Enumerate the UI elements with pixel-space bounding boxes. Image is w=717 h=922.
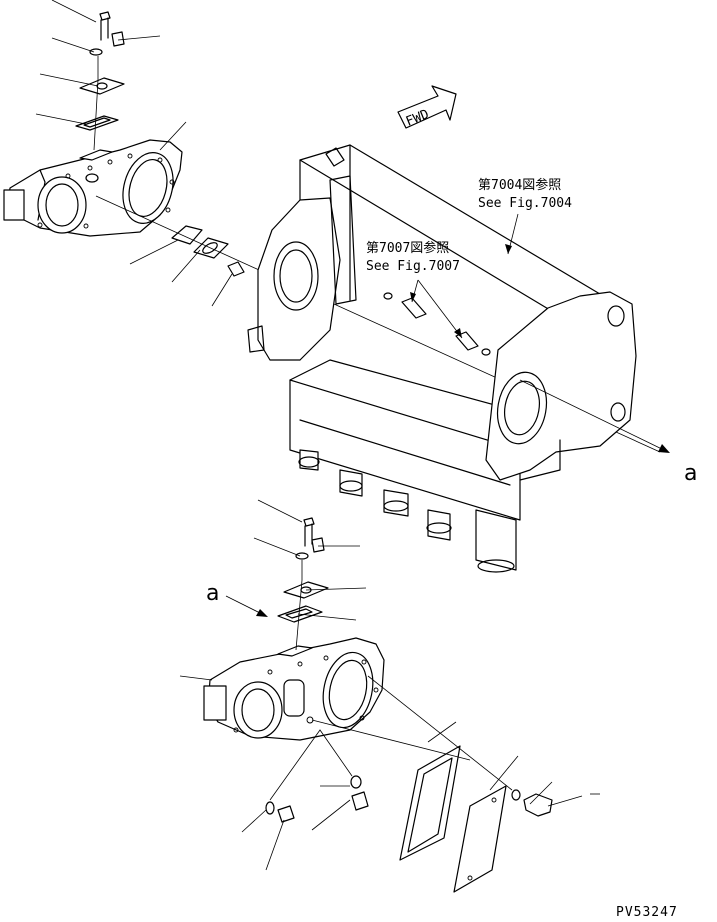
ref-upper-line2: See Fig.7004 (478, 196, 572, 211)
lower-washer (295, 552, 309, 560)
lower-case-assembly (179, 499, 600, 893)
drawing-code: PV53247 (616, 905, 678, 920)
ref-upper-line1: 第7004図参照 (478, 177, 561, 193)
main-frame (247, 144, 637, 573)
connector-a-left: a (206, 581, 219, 606)
ref-middle-line2: See Fig.7007 (366, 259, 460, 274)
lower-cover-bolt (523, 793, 553, 817)
upper-oval-cover-a (171, 225, 203, 245)
lower-plug-a (265, 801, 275, 815)
lower-drain-plug (351, 791, 369, 811)
lower-inspection-cover (453, 785, 507, 893)
lower-fitting (311, 537, 325, 553)
upper-case-assembly (3, 0, 661, 453)
lower-inspection-frame (399, 745, 461, 861)
upper-cover-plate (79, 77, 125, 95)
connector-a-right: a (684, 461, 697, 486)
frame-legs (298, 449, 517, 573)
lower-cover-washer (511, 789, 521, 801)
upper-bolt (99, 11, 111, 41)
upper-fitting (111, 31, 125, 47)
fwd-arrow: FWD (397, 85, 457, 130)
lower-plug-b (350, 775, 362, 789)
lower-plug-bolt (277, 805, 295, 823)
upper-washer (89, 48, 103, 56)
frame-bolts (383, 292, 491, 356)
ref-middle-line1: 第7007図参照 (366, 240, 449, 256)
upper-plug-bolt (227, 261, 245, 277)
